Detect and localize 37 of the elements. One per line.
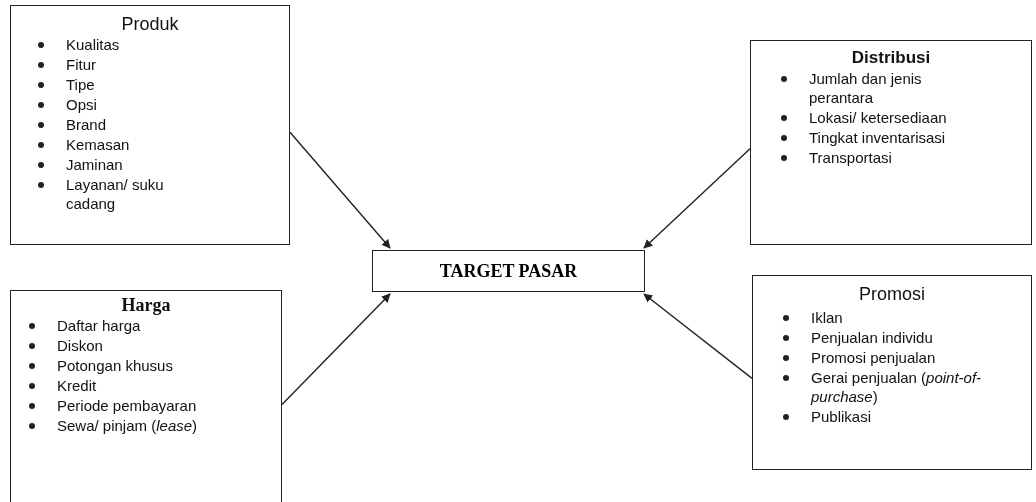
list-item: Tingkat inventarisasi (809, 128, 947, 147)
list-item: Gerai penjualan (point-of-purchase) (811, 368, 983, 406)
list-item: Kredit (57, 376, 98, 395)
center-label: TARGET PASAR (439, 260, 578, 282)
arrow (643, 293, 753, 380)
list-item: Iklan (811, 308, 844, 327)
category-box (752, 275, 1032, 470)
list-item: Kualitas (66, 35, 121, 54)
list-item: Jaminan (66, 155, 124, 174)
arrow (281, 293, 391, 406)
list-item: Fitur (66, 55, 97, 74)
list-item: Periode pembayaran (57, 396, 198, 415)
list-item: Layanan/ suku cadang (66, 175, 165, 213)
arrow (289, 131, 391, 249)
list-item: Promosi penjualan (811, 348, 937, 367)
list-item: Opsi (66, 95, 98, 114)
category-box (10, 5, 290, 245)
box-heading: Harga (120, 295, 172, 316)
list-item: Potongan khusus (57, 356, 174, 375)
list-item: Transportasi (809, 148, 893, 167)
list-item: Publikasi (811, 407, 873, 426)
list-item: Diskon (57, 336, 104, 355)
arrow (643, 147, 751, 249)
category-box (10, 290, 282, 502)
list-item: Sewa/ pinjam (lease) (57, 416, 199, 435)
box-heading: Promosi (858, 284, 926, 305)
category-box (750, 40, 1032, 245)
list-item: Jumlah dan jenis perantara (809, 69, 923, 107)
list-item: Lokasi/ ketersediaan (809, 108, 948, 127)
list-item: Tipe (66, 75, 96, 94)
list-item: Brand (66, 115, 108, 134)
center-box (372, 250, 645, 292)
box-heading: Distribusi (850, 48, 932, 68)
list-item: Daftar harga (57, 316, 142, 335)
list-item: Kemasan (66, 135, 131, 154)
list-item: Penjualan individu (811, 328, 934, 347)
box-heading: Produk (120, 14, 180, 35)
